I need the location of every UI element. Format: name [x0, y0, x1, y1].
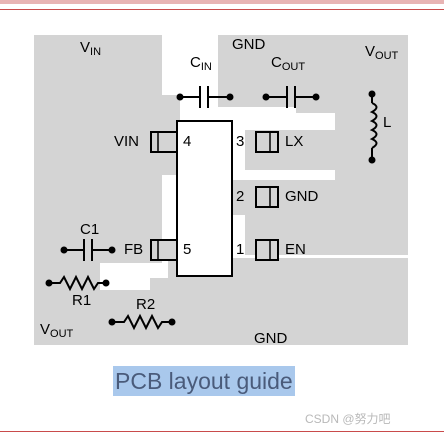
- ic-package-body: [176, 120, 233, 277]
- copper-gnd-pad-region: [212, 180, 408, 215]
- r2-resistor-symbol: [108, 313, 176, 331]
- pad-pin4-vin: [150, 131, 178, 153]
- top-border-line: [0, 9, 444, 10]
- pin-number-4: 4: [183, 133, 192, 150]
- pad-pin2-gnd: [255, 186, 279, 208]
- label-gnd-top: GND: [232, 36, 266, 53]
- cin-capacitor-symbol: [176, 86, 234, 108]
- top-border-faint: [0, 0, 444, 4]
- pin-number-1: 1: [236, 241, 245, 258]
- label-gnd-bottom: GND: [254, 330, 288, 347]
- c1-capacitor-symbol: [60, 239, 116, 261]
- bottom-border-line: [0, 431, 444, 432]
- pad-pin5-fb: [150, 239, 178, 261]
- label-vout-bottom: VOUT: [40, 321, 74, 341]
- copper-gnd-left-join: [150, 278, 180, 345]
- r1-resistor-symbol: [45, 274, 110, 292]
- label-cin: CIN: [190, 54, 212, 74]
- label-r1: R1: [72, 292, 92, 309]
- label-cout: COUT: [271, 54, 306, 74]
- label-vout-top: VOUT: [365, 43, 399, 63]
- label-pin-vin: VIN: [114, 133, 140, 150]
- label-vin-top: VIN: [80, 39, 102, 59]
- inductor-symbol: [368, 90, 378, 164]
- copper-pours: [34, 35, 408, 345]
- copper-vout-bottom: [34, 237, 100, 345]
- watermark-text: CSDN @努力吧: [305, 412, 391, 426]
- pin-number-2: 2: [236, 188, 245, 205]
- label-inductor: L: [383, 114, 392, 131]
- label-pin-gnd: GND: [285, 188, 319, 205]
- pin-number-3: 3: [236, 133, 245, 150]
- label-pin-en: EN: [285, 241, 306, 258]
- cout-capacitor-symbol: [262, 86, 320, 108]
- figure-caption: PCB layout guide: [113, 366, 295, 396]
- pin-number-5: 5: [183, 241, 192, 258]
- label-c1: C1: [80, 221, 100, 238]
- label-r2: R2: [136, 296, 156, 313]
- label-pin-lx: LX: [285, 133, 304, 150]
- copper-vin-region: [34, 35, 162, 263]
- pad-pin3-lx: [255, 131, 279, 153]
- label-pin-fb: FB: [124, 241, 144, 258]
- pad-pin1-en: [255, 239, 279, 261]
